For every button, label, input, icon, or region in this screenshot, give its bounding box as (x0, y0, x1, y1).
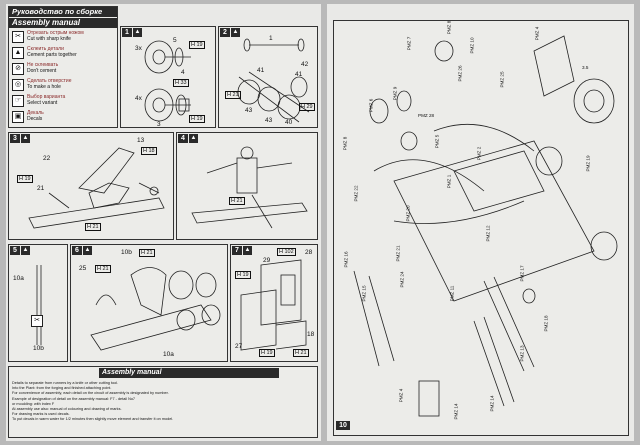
step-number: 1 (122, 28, 132, 37)
glue-icon: ▲ (231, 28, 240, 37)
step-6-panel: 6▲ 10b H 21 25 H 21 10a (70, 244, 228, 362)
knife-icon: ✂ (12, 31, 24, 43)
step-5-drawing (36, 265, 42, 345)
step-10-panel: 10 PMZ 7 PMZ 8 PMZ 10 PMZ 4 3.5 PMZ 26 P… (333, 20, 629, 436)
step-7-drawing (240, 259, 307, 351)
header-en: Assembly manual (9, 18, 117, 28)
step-3-panel: 3▲ 13 H 18 22 H 19 21 H 21 (8, 132, 174, 240)
footer-notes-panel: Assembly manual Details to separate from… (8, 366, 318, 438)
step-1-panel: 1▲ 3x 5 H 19 4 4x H 33 H 19 3 (120, 26, 216, 128)
step-5-panel: 5▲ 10a ✂ 10b (8, 244, 68, 362)
step-4-drawing (191, 146, 308, 229)
glue-icon: ▲ (133, 28, 142, 37)
step-1-drawing (144, 40, 191, 122)
step-number: 3 (10, 134, 20, 143)
step-7-panel: 7▲ H 102 28 H 19 29 27 H 19 H 21 18 (230, 244, 318, 362)
step-number: 2 (220, 28, 230, 37)
glue-icon: ▲ (83, 246, 92, 255)
right-page: 10 PMZ 7 PMZ 8 PMZ 10 PMZ 4 3.5 PMZ 26 P… (327, 4, 634, 441)
decal-icon: ▣ (12, 111, 24, 123)
legend-panel: Руководство по сборке Assembly manual ✂ … (8, 6, 118, 128)
knife-icon: ✂ (31, 315, 43, 327)
no-glue-icon: ⊘ (12, 63, 24, 75)
glue-icon: ▲ (21, 134, 30, 143)
glue-icon: ▲ (189, 134, 198, 143)
footer-notes: Details to separate from runners by a kn… (12, 381, 174, 422)
header-ru: Руководство по сборке (9, 7, 117, 17)
step-2-panel: 2▲ 1 41 41 43 43 H 21 40 42 H 29 (218, 26, 318, 128)
step-number: 7 (232, 246, 242, 255)
glue-icon: ▲ (21, 246, 30, 255)
step-number: 10 (336, 421, 350, 430)
step-4-panel: 4▲ H 21 (176, 132, 318, 240)
step-2-drawing (237, 38, 310, 123)
step-number: 5 (10, 246, 20, 255)
left-page: Руководство по сборке Assembly manual ✂ … (6, 4, 321, 441)
exploded-assembly-drawing (353, 35, 618, 417)
step-number: 6 (72, 246, 82, 255)
drill-icon: ◎ (12, 79, 24, 91)
step-number: 4 (178, 134, 188, 143)
select-icon: ☞ (12, 95, 24, 107)
step-3-drawing (28, 147, 165, 229)
step-6-drawing (90, 267, 221, 351)
glue-icon: ▲ (12, 47, 24, 59)
glue-icon: ▲ (243, 246, 252, 255)
footer-header: Assembly manual (99, 368, 279, 378)
